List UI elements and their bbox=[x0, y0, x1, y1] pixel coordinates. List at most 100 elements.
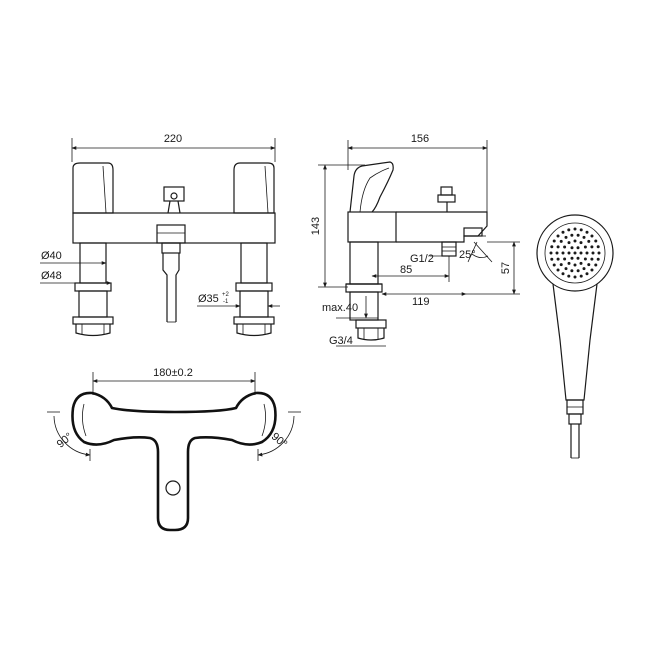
side-width-label: 156 bbox=[411, 133, 429, 145]
nozzle-dot bbox=[563, 257, 567, 261]
top-outlet-hole bbox=[165, 480, 181, 496]
front-view: 220 bbox=[40, 133, 280, 337]
nozzle-dot bbox=[564, 267, 568, 271]
nozzle-dot bbox=[585, 272, 589, 276]
right-leg bbox=[233, 242, 275, 337]
width-label: 220 bbox=[164, 133, 182, 145]
width-dimension-156: 156 bbox=[347, 133, 488, 215]
nozzle-dot bbox=[563, 245, 567, 249]
outlet-connector: G1/2 bbox=[410, 241, 457, 265]
angle-label: 25° bbox=[459, 249, 476, 261]
nozzle-dot bbox=[567, 228, 571, 232]
dim-57-label: 57 bbox=[500, 262, 512, 274]
max-40-dimension: max.40 bbox=[322, 296, 378, 319]
inlet-thread: G3/4 bbox=[329, 335, 386, 347]
dimension-57: 57 bbox=[466, 241, 520, 295]
nozzle-dot bbox=[570, 269, 574, 273]
width-dimension-220: 220 bbox=[71, 133, 276, 162]
top-body-outline bbox=[71, 391, 277, 532]
shower-handle bbox=[552, 283, 598, 401]
nozzle-dot bbox=[596, 257, 600, 261]
nozzle-dot bbox=[552, 263, 556, 267]
nozzle-dot bbox=[576, 246, 580, 250]
g12-label: G1/2 bbox=[410, 253, 434, 265]
nozzle-dot bbox=[587, 263, 591, 267]
dim-85-label: 85 bbox=[400, 264, 412, 276]
nozzle-dot bbox=[585, 251, 589, 255]
nozzle-dot bbox=[567, 274, 571, 278]
nozzle-dot bbox=[583, 257, 587, 261]
side-handle bbox=[349, 161, 394, 213]
dimension-85: 85 bbox=[371, 256, 450, 282]
right-rotation: 90° bbox=[257, 411, 301, 461]
spout bbox=[396, 211, 488, 243]
nozzle-dot bbox=[556, 234, 560, 238]
nozzle-dot bbox=[597, 251, 601, 255]
nozzle-dot bbox=[576, 269, 580, 273]
dia-35-label: Ø35 bbox=[198, 293, 219, 305]
nozzle-dot bbox=[556, 257, 560, 261]
nozzle-dot bbox=[556, 245, 560, 249]
dia-48-label: Ø48 bbox=[41, 270, 62, 282]
nozzle-dot bbox=[594, 263, 598, 267]
nozzle-dot bbox=[579, 241, 583, 245]
nozzle-dot bbox=[585, 230, 589, 234]
nozzle-dot bbox=[573, 227, 577, 231]
dia-35-tolerance-bottom: -1 bbox=[223, 299, 229, 305]
nozzle-dot bbox=[576, 256, 580, 260]
nozzle-dot bbox=[579, 228, 583, 232]
side-view: 156 143 bbox=[310, 133, 520, 347]
left-handle bbox=[72, 162, 114, 214]
nozzle-dot bbox=[590, 268, 594, 272]
nozzle-dot bbox=[573, 275, 577, 279]
nozzle-dot bbox=[573, 263, 577, 267]
left-leg bbox=[72, 242, 114, 337]
top-view: 180±0.2 90° 90° bbox=[47, 367, 301, 532]
dia-35-tolerance-top: +2 bbox=[222, 292, 230, 298]
nozzle-dot bbox=[567, 241, 571, 245]
nozzle-dot bbox=[590, 234, 594, 238]
left-rotation-label: 90° bbox=[55, 431, 75, 451]
nozzle-dot bbox=[549, 251, 553, 255]
nozzle-dot bbox=[587, 239, 591, 243]
nozzle-dot bbox=[552, 239, 556, 243]
centers-label: 180±0.2 bbox=[153, 367, 193, 379]
dia-40-dimension: Ø40 bbox=[40, 250, 107, 266]
nozzle-dot bbox=[573, 251, 577, 255]
nozzle-dot bbox=[579, 251, 583, 255]
mixer-body bbox=[72, 212, 276, 244]
nozzle-dot bbox=[590, 245, 594, 249]
nozzle-dot bbox=[582, 267, 586, 271]
nozzle-dot bbox=[591, 251, 595, 255]
nozzle-dot bbox=[561, 272, 565, 276]
nozzle-dot bbox=[570, 233, 574, 237]
nozzle-dot bbox=[561, 230, 565, 234]
side-leg bbox=[345, 241, 387, 341]
nozzle-dot bbox=[573, 239, 577, 243]
shower-hose bbox=[570, 424, 580, 458]
shower-nozzles bbox=[549, 227, 601, 279]
nozzle-dot bbox=[567, 261, 571, 265]
nozzle-dot bbox=[570, 256, 574, 260]
nozzle-dot bbox=[561, 251, 565, 255]
hand-shower bbox=[536, 214, 614, 459]
dia-40-label: Ø40 bbox=[41, 250, 62, 262]
nozzle-dot bbox=[596, 245, 600, 249]
centers-dimension: 180±0.2 bbox=[92, 367, 256, 395]
nozzle-dot bbox=[579, 274, 583, 278]
nozzle-dot bbox=[594, 239, 598, 243]
nozzle-dot bbox=[582, 235, 586, 239]
side-height-label: 143 bbox=[310, 217, 322, 235]
height-dimension-143: 143 bbox=[310, 164, 365, 288]
hose-outlet bbox=[156, 224, 186, 323]
side-body bbox=[347, 211, 397, 243]
dim-119-label: 119 bbox=[412, 296, 430, 308]
nozzle-dot bbox=[550, 245, 554, 249]
max-40-label: max.40 bbox=[322, 302, 358, 314]
nozzle-dot bbox=[576, 233, 580, 237]
nozzle-dot bbox=[564, 235, 568, 239]
shower-head bbox=[536, 214, 614, 292]
nozzle-dot bbox=[567, 251, 571, 255]
dia-35-dimension: Ø35 +2 -1 bbox=[197, 292, 280, 308]
